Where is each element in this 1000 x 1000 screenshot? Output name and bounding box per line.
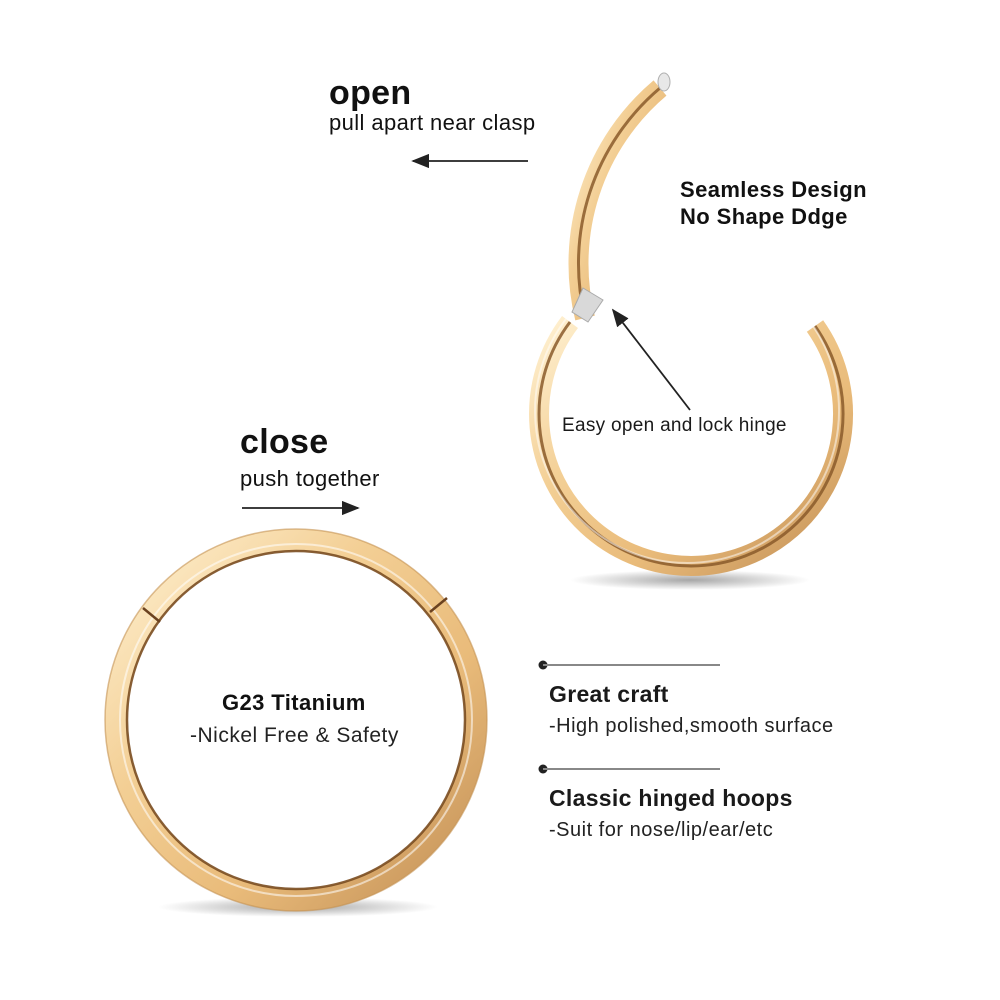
open-hoop-lower-arc (529, 315, 854, 576)
close-subtitle: push together (240, 466, 380, 491)
material-desc: -Nickel Free & Safety (190, 724, 399, 747)
material-title: G23 Titanium (222, 690, 366, 715)
seamless-line2: No Shape Ddge (680, 204, 848, 229)
open-hoop-upper-arc (568, 80, 667, 321)
feature-title-2: Classic hinged hoops (549, 785, 793, 811)
closed-hoop (104, 528, 488, 917)
open-title: open (329, 74, 412, 112)
feature-bullet-1 (538, 660, 720, 670)
open-subtitle: pull apart near clasp (329, 110, 536, 135)
seamless-line1: Seamless Design (680, 177, 867, 202)
feature-desc-2: -Suit for nose/lip/ear/etc (549, 819, 774, 841)
hinge-seam-left (142, 607, 161, 623)
close-title: close (240, 423, 329, 461)
feature-title-1: Great craft (549, 681, 669, 707)
feature-bullet-2 (538, 764, 720, 774)
hinge-arrow (611, 308, 691, 411)
hinge-note: Easy open and lock hinge (562, 415, 787, 436)
feature-desc-1: -High polished,smooth surface (549, 715, 834, 737)
open-hoop-shadow (570, 570, 810, 590)
hinge-pin (571, 287, 604, 323)
hinge-seam-right (429, 597, 448, 613)
open-hoop (529, 72, 854, 590)
clasp-tip (657, 72, 671, 92)
